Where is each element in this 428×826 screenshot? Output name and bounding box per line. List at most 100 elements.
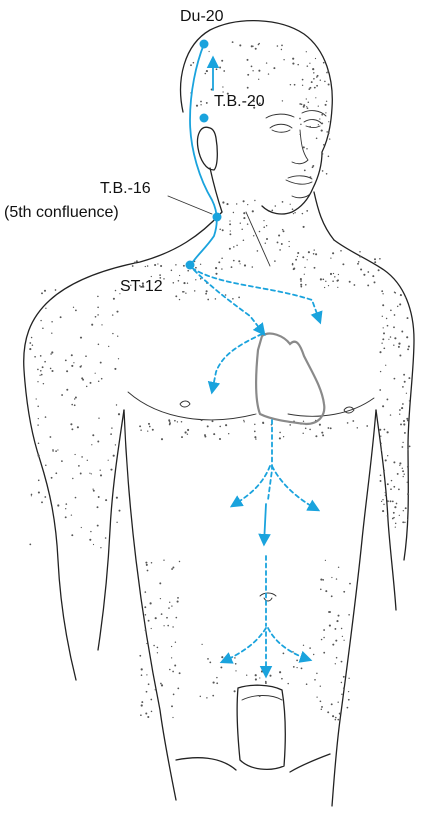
stipple-dot (297, 252, 299, 254)
stipple-dot (290, 84, 291, 85)
stipple-dot (141, 668, 143, 670)
stipple-dot (132, 265, 134, 267)
stipple-dot (221, 257, 223, 259)
stipple-dot (408, 345, 410, 347)
stipple-dot (147, 265, 149, 267)
stipple-dot (380, 436, 381, 437)
stipple-dot (157, 647, 159, 649)
stipple-dot (409, 400, 410, 401)
stipple-dot (44, 361, 46, 363)
stipple-dot (382, 405, 384, 407)
stipple-dot (111, 427, 112, 428)
stipple-dot (41, 501, 43, 503)
stipple-dot (312, 166, 314, 168)
stipple-dot (400, 294, 402, 296)
stipple-dot (51, 333, 52, 334)
stipple-dot (394, 337, 396, 339)
stipple-dot (337, 719, 339, 721)
stipple-dot (98, 344, 100, 346)
stipple-dot (74, 398, 75, 399)
stipple-dot (324, 81, 326, 83)
stipple-dot (161, 684, 163, 686)
stipple-dot (325, 281, 326, 282)
stipple-dot (321, 114, 323, 116)
stipple-dot (268, 73, 269, 74)
stipple-dot (402, 446, 404, 448)
stipple-dot (71, 354, 73, 356)
stipple-dot (328, 285, 329, 286)
stipple-dot (112, 333, 113, 334)
stipple-dot (275, 205, 277, 207)
stipple-dot (222, 86, 223, 87)
stipple-dot (379, 351, 381, 353)
stipple-dot (320, 278, 322, 280)
stipple-dot (38, 491, 40, 493)
stipple-dot (295, 259, 297, 261)
stipple-dot (219, 438, 221, 440)
stipple-dot (381, 501, 382, 502)
stipple-dot (51, 321, 53, 323)
stipple-dot (231, 266, 233, 268)
stipple-dot (243, 240, 245, 242)
stipple-dot (301, 668, 303, 670)
stipple-dot (145, 712, 147, 714)
stipple-dot (148, 620, 150, 622)
stipple-dot (293, 267, 295, 269)
stipple-dot (322, 434, 324, 436)
stipple-dot (183, 282, 185, 284)
stipple-dot (316, 85, 318, 87)
stipple-dot (382, 338, 384, 340)
stipple-dot (302, 79, 304, 81)
stipple-dot (221, 60, 223, 62)
stipple-dot (110, 433, 112, 435)
left-brow (266, 114, 294, 118)
stipple-dot (382, 499, 383, 500)
stipple-dot (378, 269, 380, 271)
stipple-dot (394, 506, 396, 508)
stipple-dot (38, 479, 39, 480)
stipple-dot (282, 201, 284, 203)
stipple-dot (139, 425, 141, 427)
stipple-dot (151, 276, 152, 277)
stipple-dot (407, 482, 408, 483)
dashed-to-chest-right (192, 268, 320, 322)
stipple-dot (225, 294, 227, 296)
stipple-dot (399, 414, 400, 415)
stipple-dot (75, 497, 77, 499)
stipple-dot (269, 675, 271, 677)
stipple-dot (401, 407, 403, 409)
stipple-dot (37, 369, 39, 371)
stipple-dot (66, 389, 68, 391)
stipple-dot (326, 72, 328, 74)
stipple-dot (331, 577, 332, 578)
stipple-dot (49, 436, 51, 438)
stipple-dot (372, 275, 374, 277)
stipple-dot (179, 299, 180, 300)
stipple-dot (406, 336, 408, 338)
stipple-dot (163, 278, 164, 279)
stipple-dot (93, 544, 94, 545)
stipple-dot (239, 44, 241, 46)
stipple-dot (101, 324, 102, 325)
stipple-dot (150, 699, 152, 701)
stipple-dot (335, 640, 337, 642)
stipple-dot (98, 380, 100, 382)
stipple-dot (166, 617, 168, 619)
neck-left (210, 168, 222, 212)
stipple-dot (171, 605, 172, 606)
stipple-dot (390, 488, 392, 490)
stipple-dot (153, 645, 155, 647)
lips (288, 176, 312, 179)
stipple-dot (226, 203, 228, 205)
stipple-dot (402, 521, 404, 523)
stipple-dot (387, 515, 388, 516)
stipple-dot (279, 432, 281, 434)
stipple-dot (329, 625, 331, 627)
stipple-dot (39, 375, 40, 376)
stipple-dot (65, 360, 67, 362)
stipple-dot (313, 72, 314, 73)
stipple-dot (381, 290, 383, 292)
stipple-dot (336, 657, 338, 659)
stipple-dot (216, 677, 217, 678)
stipple-dot (206, 290, 208, 292)
